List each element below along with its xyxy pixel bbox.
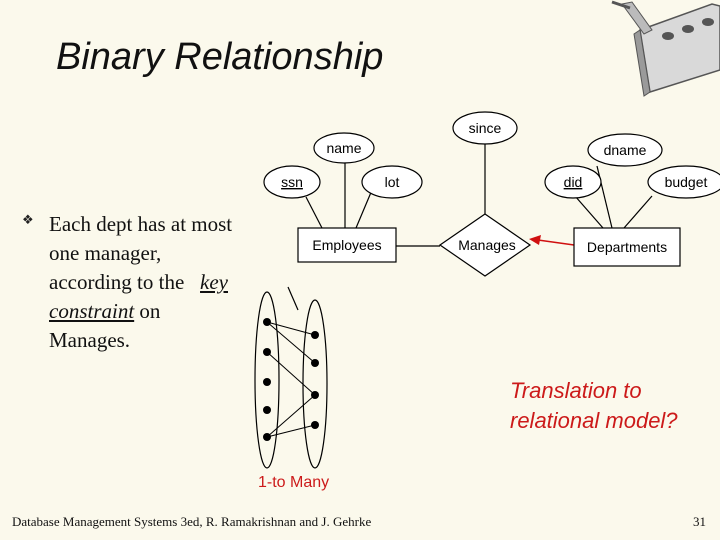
slide-title: Binary Relationship bbox=[56, 36, 384, 78]
translation-note: Translation to relational model? bbox=[510, 376, 678, 436]
mapping-label: 1-to Many bbox=[258, 474, 330, 491]
attr-lot-label: lot bbox=[385, 174, 400, 190]
entity-departments-label: Departments bbox=[587, 239, 667, 255]
entity-departments-box bbox=[573, 227, 681, 267]
bullet-line-3: according to the bbox=[49, 270, 185, 294]
attr-did-label: did bbox=[564, 174, 583, 190]
relationship-manages-label: Manages bbox=[458, 237, 516, 253]
bullet-icon: ❖ bbox=[22, 213, 34, 228]
attr-since-oval bbox=[452, 111, 518, 145]
attr-budget-oval bbox=[647, 165, 720, 199]
relationship-manages-diamond bbox=[438, 213, 532, 277]
entity-employees-label: Employees bbox=[312, 237, 381, 253]
bullet-key: key bbox=[200, 270, 228, 294]
attr-lot-oval bbox=[361, 165, 423, 199]
bullet-constraint: constraint bbox=[49, 299, 135, 323]
attr-dname-label: dname bbox=[604, 142, 647, 158]
attr-did-oval bbox=[544, 165, 602, 199]
page-number: 31 bbox=[693, 514, 706, 529]
translation-line-2: relational model? bbox=[510, 408, 678, 433]
brick-logo-icon bbox=[611, 0, 720, 97]
attr-ssn-label: ssn bbox=[281, 174, 303, 190]
translation-line-1: Translation to bbox=[510, 378, 642, 403]
attr-name-oval bbox=[313, 132, 375, 164]
bullet-line-1: Each dept has at most bbox=[49, 212, 233, 236]
attr-since-label: since bbox=[469, 120, 502, 136]
bullet-line-5: Manages. bbox=[49, 328, 131, 352]
entity-employees-box bbox=[297, 227, 397, 263]
attr-name-label: name bbox=[326, 140, 361, 156]
one-to-many-mapping bbox=[254, 291, 328, 469]
attr-dname-oval bbox=[587, 133, 663, 167]
key-constraint-arrow-icon bbox=[529, 235, 575, 246]
bullet-line-2: one manager, bbox=[49, 241, 162, 265]
footer-credit: Database Management Systems 3ed, R. Rama… bbox=[12, 514, 372, 529]
attr-budget-label: budget bbox=[665, 174, 708, 190]
bullet-text: Each dept has at most one manager, accor… bbox=[49, 210, 289, 355]
attr-ssn-oval bbox=[263, 165, 321, 199]
bullet-on: on bbox=[139, 299, 161, 323]
